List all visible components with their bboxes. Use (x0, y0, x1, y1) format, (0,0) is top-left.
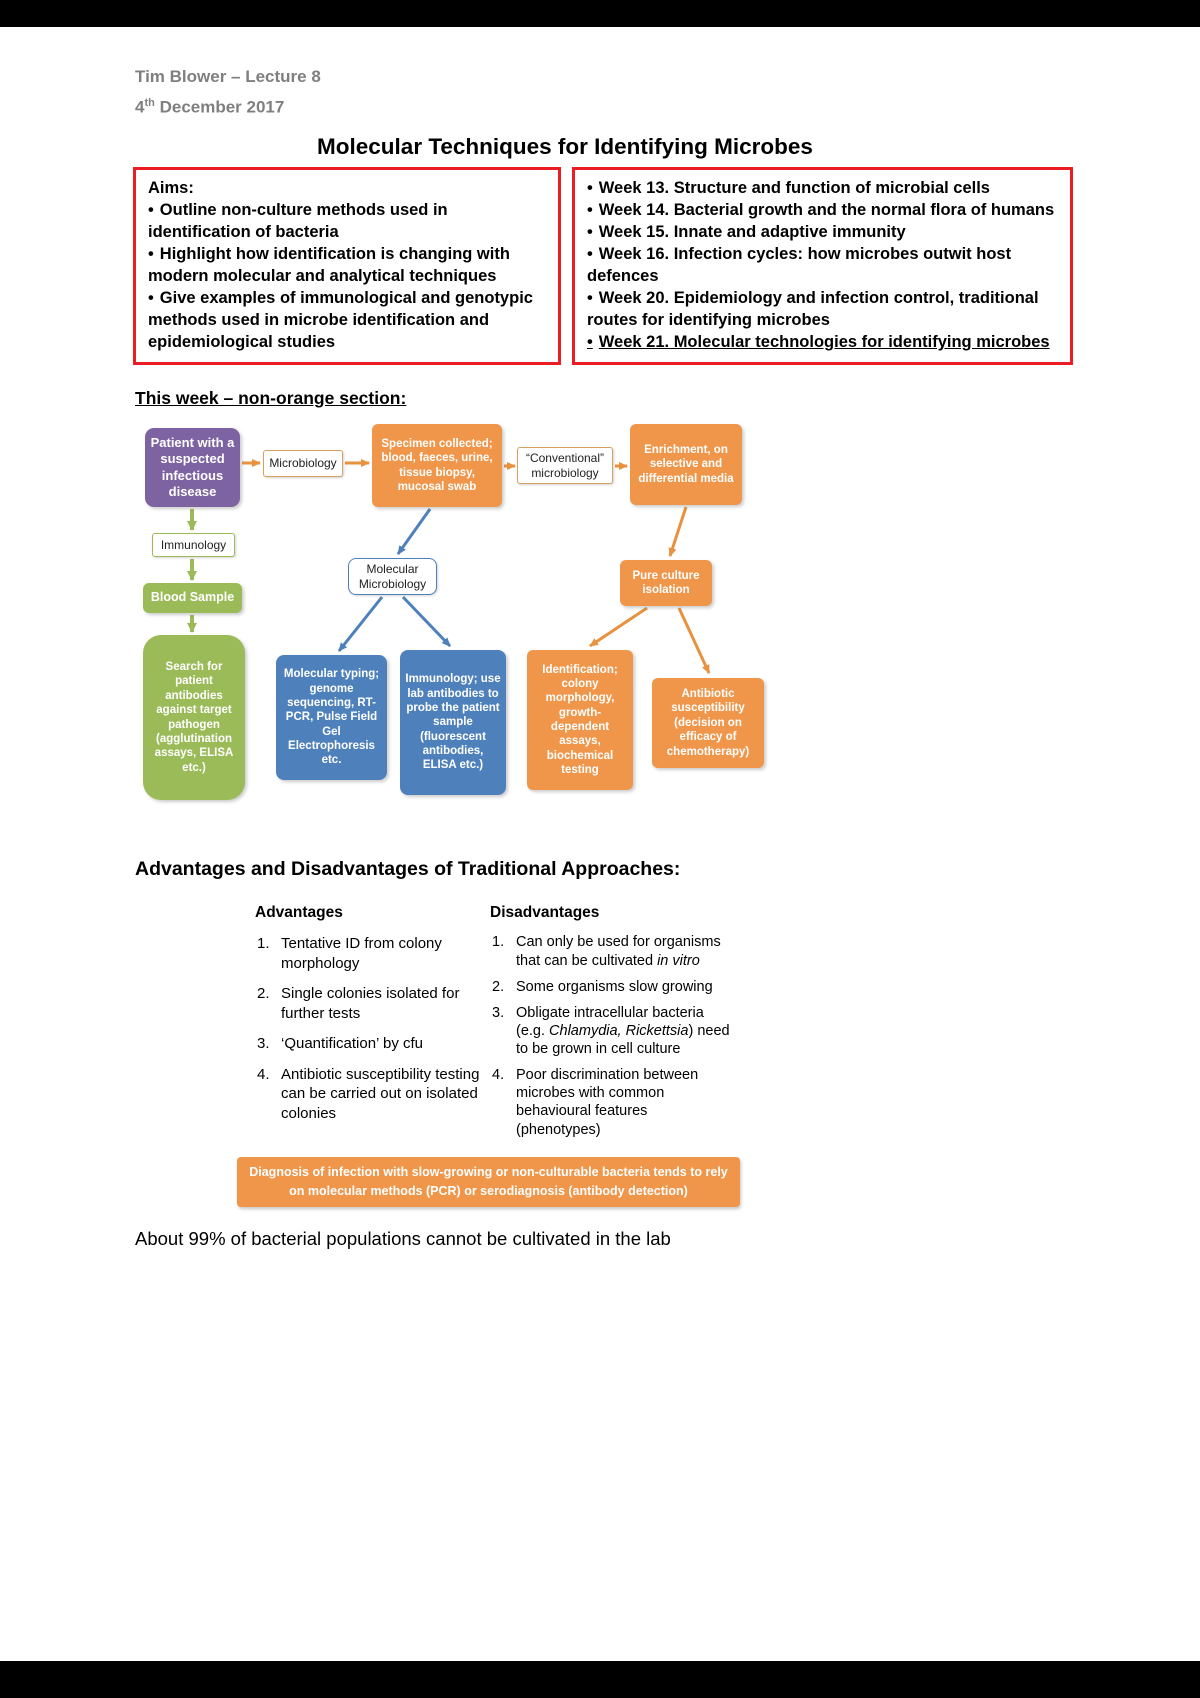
disadvantage-text: Some organisms slow growing (516, 979, 713, 995)
closing-note: About 99% of bacterial populations canno… (135, 1228, 671, 1250)
advantage-item: Antibiotic susceptibility testing can be… (255, 1065, 480, 1124)
flow-node-conventional-microbiology: “Conventional” microbiology (517, 447, 613, 484)
aims-bullet: Give examples of immunological and genot… (148, 288, 546, 354)
flow-node-enrichment: Enrichment, on selective and differentia… (630, 424, 742, 505)
date-rest: December 2017 (155, 98, 284, 117)
flowchart: Patient with a suspected infectious dise… (135, 420, 825, 825)
disadvantages-list: Can only be used for organisms that can … (490, 933, 735, 1138)
flow-node-pure-culture: Pure culture isolation (620, 560, 712, 606)
flow-node-molecular-typing: Molecular typing; genome sequencing, RT-… (276, 655, 387, 780)
flow-node-specimen: Specimen collected; blood, faeces, urine… (372, 424, 502, 507)
date-ordinal: th (144, 97, 154, 109)
week-item: Week 13. Structure and function of micro… (587, 178, 1058, 200)
aims-box: Aims: Outline non-culture methods used i… (133, 167, 561, 365)
week-item-underlined: Week 21. Molecular technologies for iden… (587, 332, 1058, 354)
bottom-black-bar (0, 1661, 1200, 1698)
disadvantages-title: Disadvantages (490, 903, 735, 922)
advantage-item: Tentative ID from colony morphology (255, 934, 480, 973)
week-item: Week 16. Infection cycles: how microbes … (587, 244, 1058, 288)
disadvantage-item: Poor discrimination between microbes wit… (490, 1066, 735, 1139)
advantage-item: ‘Quantification’ by cfu (255, 1034, 480, 1054)
page-title: Molecular Techniques for Identifying Mic… (0, 134, 1130, 160)
date-line: 4th December 2017 (135, 90, 321, 121)
top-black-bar (0, 0, 1200, 27)
advantages-title: Advantages (255, 903, 480, 923)
section-heading: This week – non-orange section: (135, 388, 406, 409)
aims-bullet: Highlight how identification is changing… (148, 244, 546, 288)
week-item: Week 15. Innate and adaptive immunity (587, 222, 1058, 244)
advantages-list: Tentative ID from colony morphology Sing… (255, 934, 480, 1123)
flow-node-immunology: Immunology (152, 533, 235, 557)
intro-boxes: Aims: Outline non-culture methods used i… (133, 167, 1073, 365)
disadvantage-text: Poor discrimination between microbes wit… (516, 1067, 698, 1137)
flow-node-identification: Identification; colony morphology, growt… (527, 650, 633, 790)
flow-node-blood-sample: Blood Sample (143, 583, 242, 613)
week-item: Week 20. Epidemiology and infection cont… (587, 288, 1058, 332)
flow-node-microbiology: Microbiology (263, 450, 343, 477)
flow-node-immunology-lab: Immunology; use lab antibodies to probe … (400, 650, 506, 795)
week-item: Week 14. Bacterial growth and the normal… (587, 200, 1058, 222)
diagnosis-banner: Diagnosis of infection with slow-growing… (237, 1157, 740, 1207)
disadvantage-italic-text: Chlamydia, Rickettsia (549, 1023, 688, 1039)
weeks-box: Week 13. Structure and function of micro… (572, 167, 1073, 365)
flow-node-patient: Patient with a suspected infectious dise… (145, 428, 240, 507)
disadvantages-column: Disadvantages Can only be used for organ… (490, 903, 735, 1147)
advantages-columns: Advantages Tentative ID from colony morp… (255, 903, 735, 1147)
aims-heading: Aims: (148, 178, 546, 200)
flow-node-molecular-microbiology: Molecular Microbiology (348, 558, 437, 595)
document-header: Tim Blower – Lecture 8 4th December 2017 (135, 64, 321, 121)
aims-bullet: Outline non-culture methods used in iden… (148, 200, 546, 244)
disadvantage-item: Can only be used for organisms that can … (490, 933, 735, 969)
advantages-section-heading: Advantages and Disadvantages of Traditio… (135, 858, 680, 881)
flow-node-antibiotic-susceptibility: Antibiotic susceptibility (decision on e… (652, 678, 764, 768)
disadvantage-item: Some organisms slow growing (490, 978, 735, 996)
advantages-column: Advantages Tentative ID from colony morp… (255, 903, 480, 1147)
disadvantage-item: Obligate intracellular bacteria (e.g. Ch… (490, 1004, 735, 1058)
flow-node-search-antibodies: Search for patient antibodies against ta… (143, 635, 245, 800)
advantage-item: Single colonies isolated for further tes… (255, 984, 480, 1023)
disadvantage-italic-text: in vitro (657, 953, 700, 969)
author-line: Tim Blower – Lecture 8 (135, 64, 321, 90)
